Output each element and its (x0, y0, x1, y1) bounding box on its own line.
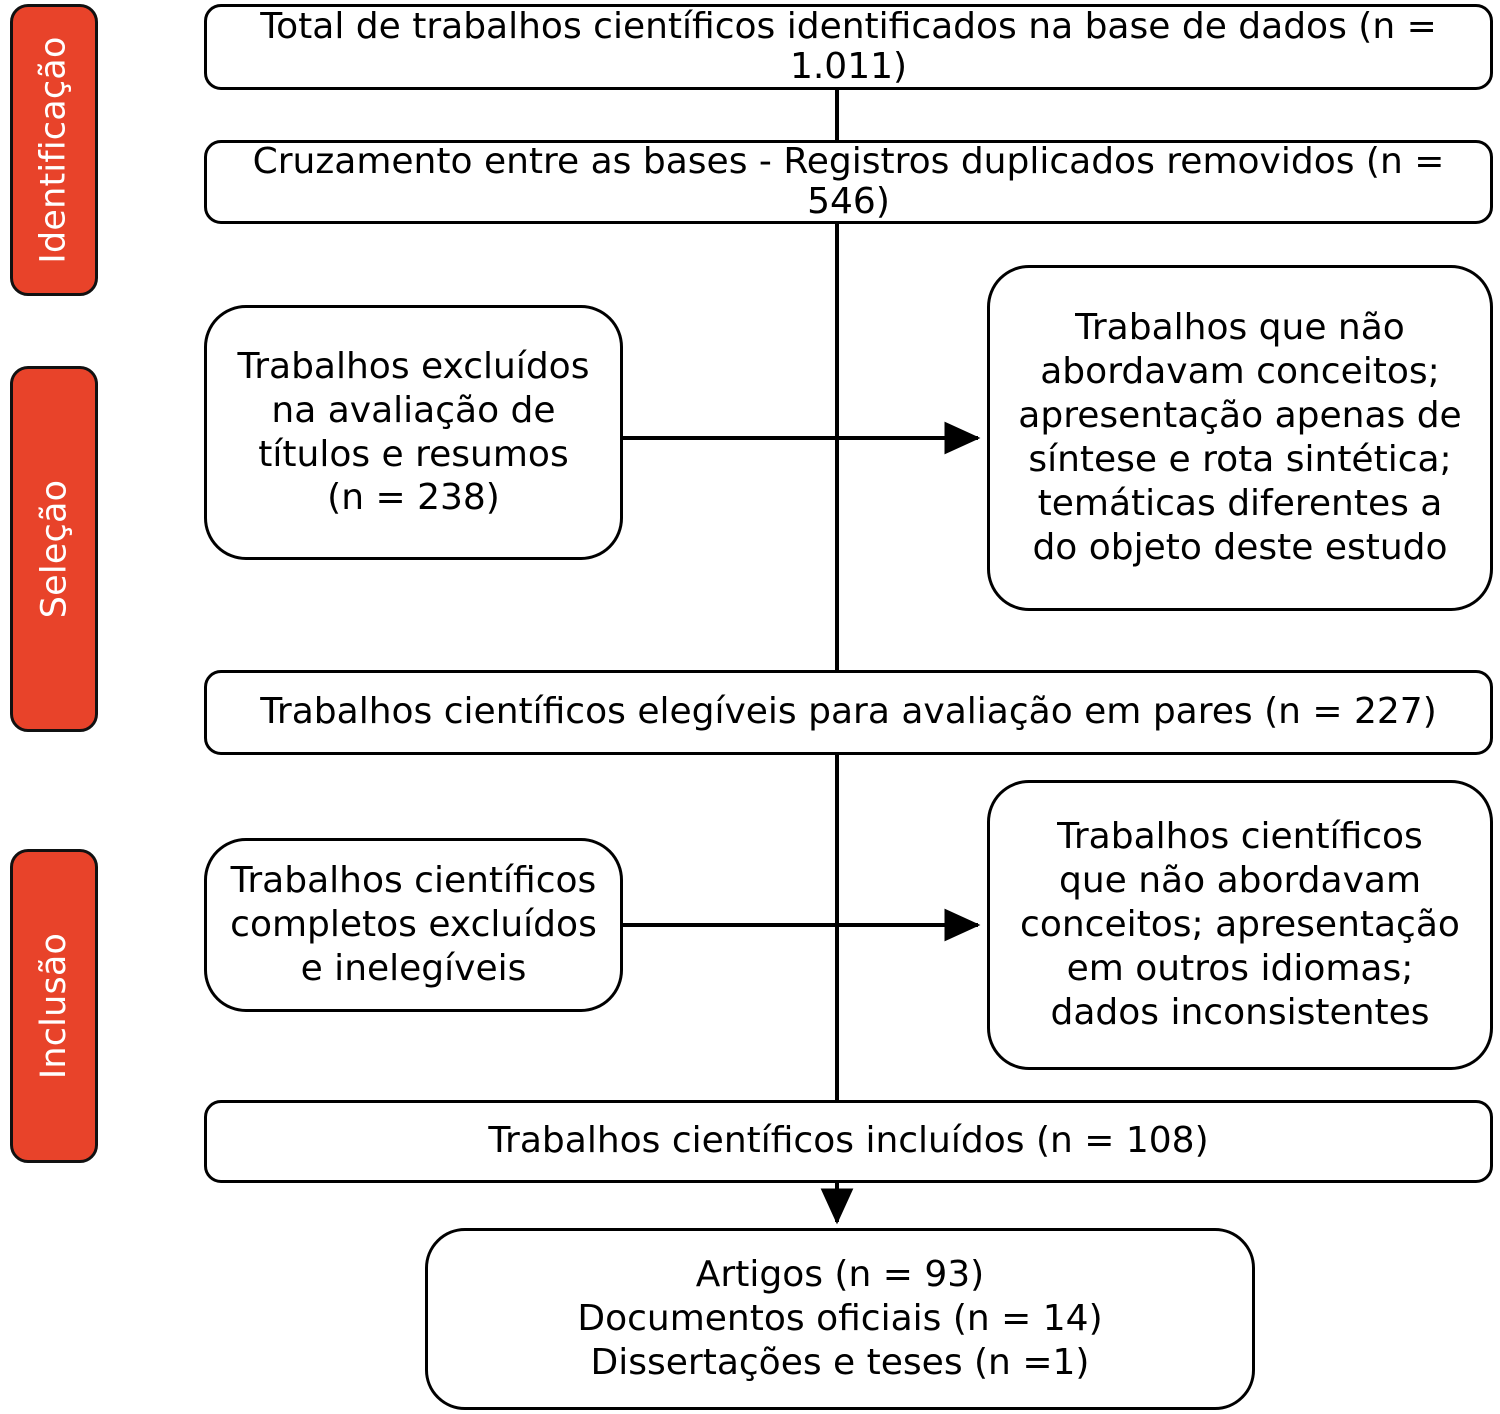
box-eligible-records-text: Trabalhos científicos elegíveis para ava… (260, 691, 1437, 733)
box-duplicates-removed: Cruzamento entre as bases - Registros du… (204, 140, 1493, 224)
box-eligibility-exclusion-reasons: Trabalhos científicos que não abordavam … (987, 780, 1493, 1070)
phase-band-identificacao: Identificação (10, 4, 98, 296)
box-eligible-records: Trabalhos científicos elegíveis para ava… (204, 670, 1493, 755)
box-screening-exclusion-reasons-text: Trabalhos que não abordavam conceitos; a… (1018, 307, 1462, 568)
box-excluded-titles-abstracts: Trabalhos excluídos na avaliação de títu… (204, 305, 623, 560)
box-records-identified: Total de trabalhos científicos identific… (204, 4, 1493, 90)
box-eligibility-exclusion-reasons-text: Trabalhos científicos que não abordavam … (1020, 816, 1460, 1033)
phase-band-inclusao: Inclusão (10, 849, 98, 1163)
box-duplicates-removed-text: Cruzamento entre as bases - Registros du… (252, 140, 1445, 222)
box-excluded-fulltext-text: Trabalhos científicos completos excluído… (230, 860, 597, 989)
box-included-breakdown-text: Artigos (n = 93) Documentos oficiais (n … (577, 1254, 1103, 1383)
phase-label-inclusao: Inclusão (34, 932, 75, 1080)
phase-band-selecao: Seleção (10, 366, 98, 732)
box-included-records-text: Trabalhos científicos incluídos (n = 108… (488, 1120, 1209, 1162)
box-records-identified-text: Total de trabalhos científicos identific… (260, 5, 1437, 87)
box-excluded-fulltext: Trabalhos científicos completos excluído… (204, 838, 623, 1012)
connector-lines (623, 89, 981, 1225)
phase-label-identificacao: Identificação (34, 36, 74, 264)
box-included-records: Trabalhos científicos incluídos (n = 108… (204, 1100, 1493, 1183)
box-excluded-titles-abstracts-text: Trabalhos excluídos na avaliação de títu… (237, 345, 590, 519)
phase-label-selecao: Seleção (34, 479, 75, 619)
box-screening-exclusion-reasons: Trabalhos que não abordavam conceitos; a… (987, 265, 1493, 611)
box-included-breakdown: Artigos (n = 93) Documentos oficiais (n … (425, 1228, 1255, 1410)
